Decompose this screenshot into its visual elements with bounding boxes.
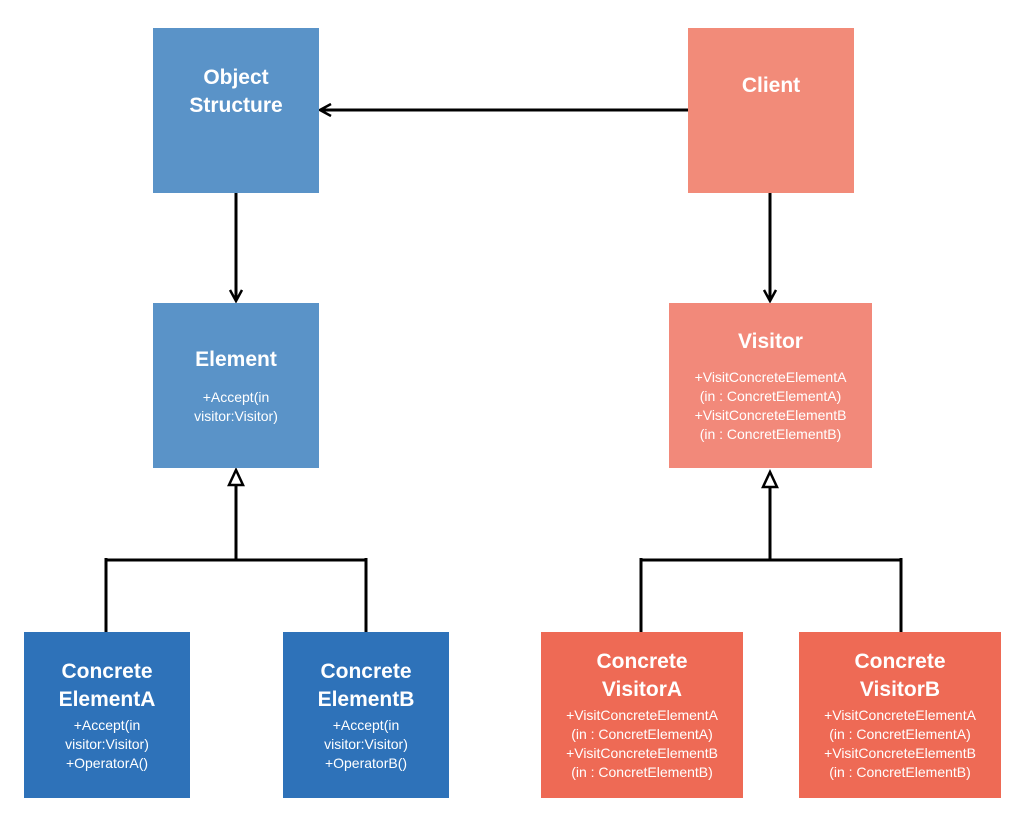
element-box: Element +Accept(in visitor:Visitor) (153, 303, 319, 468)
element-operations: +Accept(in visitor:Visitor) (194, 388, 278, 424)
visitor-operations: +VisitConcreteElementA (in : ConcretElem… (694, 368, 847, 442)
visitor-box: Visitor +VisitConcreteElementA (in : Con… (669, 303, 872, 468)
concrete-element-b-title: Concrete ElementB (317, 659, 415, 711)
visitor-title: Visitor (738, 329, 803, 353)
object-structure-box: Object Structure (153, 28, 319, 193)
element-title: Element (195, 347, 277, 371)
concrete-element-a-box: Concrete ElementA +Accept(in visitor:Vis… (24, 632, 190, 798)
object-structure-title: Object Structure (189, 66, 283, 117)
client-box: Client (688, 28, 854, 193)
concrete-visitor-a-operations: +VisitConcreteElementA (in : ConcretElem… (566, 707, 718, 780)
concrete-element-a-title: Concrete ElementA (58, 659, 156, 711)
visitor-inheritance-connector (639, 469, 903, 632)
concrete-visitor-b-title: Concrete VisitorB (854, 650, 946, 701)
concrete-visitor-b-operations: +VisitConcreteElementA (in : ConcretElem… (824, 707, 976, 780)
concrete-element-b-box: Concrete ElementB +Accept(in visitor:Vis… (283, 632, 449, 798)
concrete-visitor-a-box: Concrete VisitorA +VisitConcreteElementA… (541, 632, 743, 798)
client-title: Client (741, 74, 801, 97)
concrete-element-a-operations: +Accept(in visitor:Visitor) +OperatorA() (65, 716, 149, 771)
concrete-visitor-b-box: Concrete VisitorB +VisitConcreteElementA… (799, 632, 1001, 798)
concrete-visitor-a-title: Concrete VisitorA (596, 650, 688, 701)
element-inheritance-connector (104, 467, 368, 632)
concrete-element-b-operations: +Accept(in visitor:Visitor) +OperatorB() (324, 716, 408, 771)
